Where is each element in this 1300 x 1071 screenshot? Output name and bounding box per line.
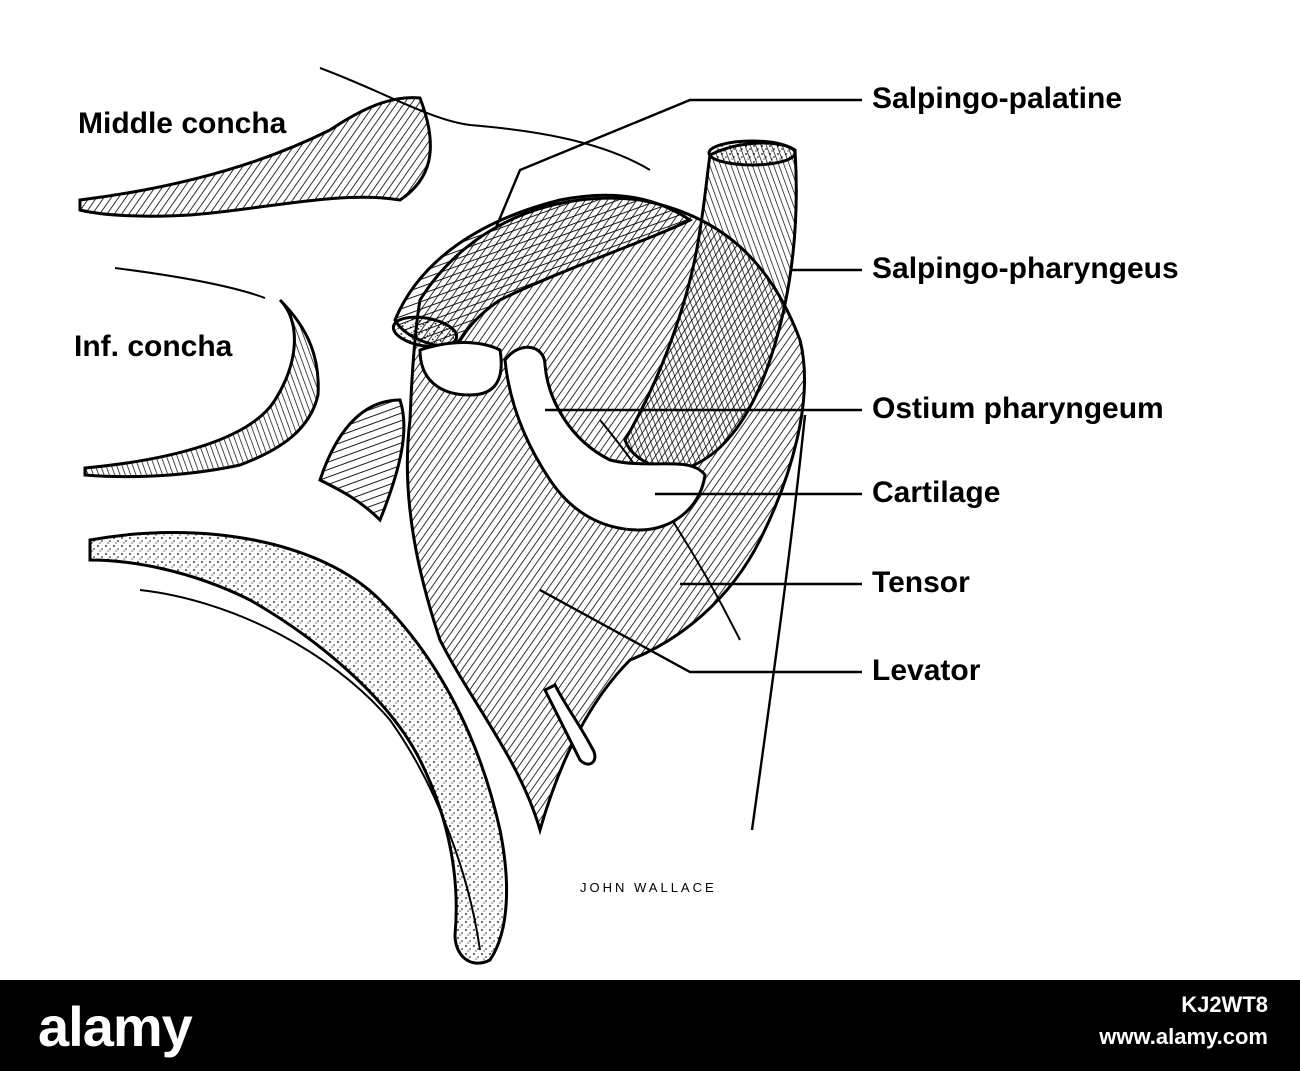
label-middle-concha: Middle concha — [78, 107, 287, 140]
eustachian-tube-drawing — [78, 67, 862, 965]
watermark-footer: alamy KJ2WT8 www.alamy.com — [0, 980, 1300, 1071]
brand-logo: alamy — [38, 995, 193, 1058]
label-salpingo-palatine: Salpingo-palatine — [872, 82, 1123, 115]
label-cartilage: Cartilage — [872, 476, 1001, 509]
label-inf-concha: Inf. concha — [74, 330, 233, 363]
cartilage-hook — [503, 345, 707, 532]
label-ostium-pharyngeum: Ostium pharyngeum — [872, 392, 1164, 425]
site-url: www.alamy.com — [1099, 1024, 1268, 1049]
image-id: KJ2WT8 — [1181, 992, 1268, 1017]
label-salpingo-pharyngeus: Salpingo-pharyngeus — [872, 252, 1179, 285]
footer-info: KJ2WT8 www.alamy.com — [1099, 992, 1268, 1050]
artist-signature: JOHN WALLACE — [580, 880, 717, 895]
leader-lines — [493, 98, 862, 831]
label-tensor: Tensor — [872, 566, 970, 599]
pterygoid-plate — [88, 531, 509, 965]
middle-concha-shape — [78, 96, 432, 218]
label-levator: Levator — [872, 654, 981, 687]
inferior-concha-shape — [83, 298, 320, 479]
anatomical-illustration: Middle concha Inf. concha Salpingo-palat… — [74, 67, 1179, 965]
